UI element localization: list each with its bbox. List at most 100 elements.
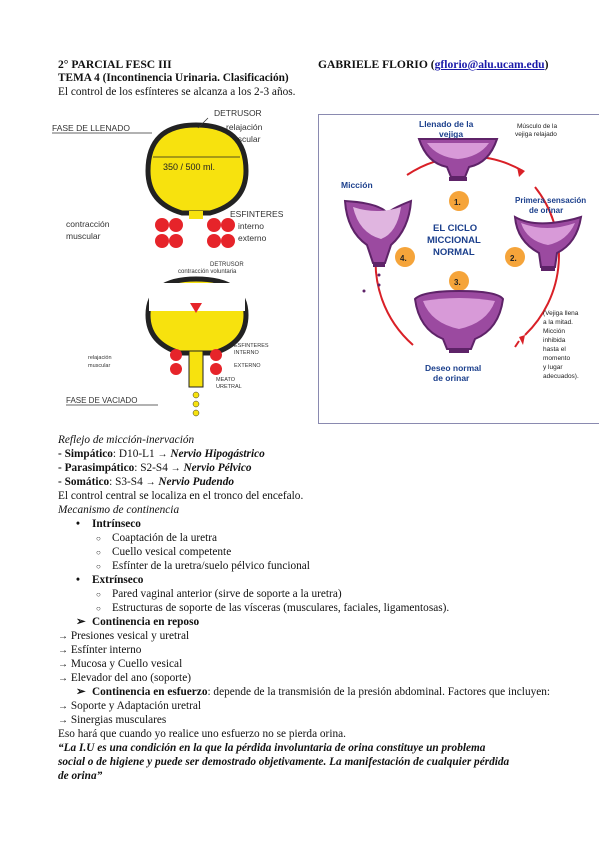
list-item-text: Coaptación de la uretra: [112, 532, 218, 544]
list-item: → Elevador del ano (soporte): [58, 672, 191, 685]
list-item: ○ Cuello vesical competente: [96, 546, 231, 559]
arrow-icon: →: [145, 477, 156, 488]
label-primera: Primera sensación: [515, 196, 586, 205]
note-line-6: momento: [543, 355, 570, 362]
somatico-segment: : S3-S4: [109, 476, 143, 488]
label-muscular: muscular: [226, 134, 261, 144]
list-item: → Mucosa y Cuello vesical: [58, 658, 182, 671]
list-item-text: Pared vaginal anterior (sirve de soporte…: [112, 588, 342, 600]
arrow-icon: →: [58, 701, 68, 712]
intrinseco-item: •Intrínseco: [76, 518, 141, 531]
intro-text: El control de los esfínteres se alcanza …: [58, 86, 296, 98]
label-relajacion: relajación: [226, 122, 263, 132]
label-miccion: Micción: [341, 180, 373, 190]
list-item: ○ Pared vaginal anterior (sirve de soport…: [96, 588, 342, 601]
circle-bullet-icon: ○: [96, 548, 101, 557]
parasimpatico-segment: : S2-S4: [134, 462, 168, 474]
circle-bullet-icon: ○: [96, 534, 101, 543]
label-deseo-1: Deseo normal: [425, 363, 481, 373]
list-item: → Esfínter interno: [58, 644, 141, 657]
list-item-text: Esfínter interno: [70, 644, 142, 656]
arrow-icon: →: [58, 645, 68, 656]
quote-line-2: social o de higiene y puede ser demostra…: [58, 756, 510, 768]
label-contraccion: contracción: [66, 219, 110, 229]
list-item-text: Presiones vesical y uretral: [70, 630, 190, 642]
esfuerzo-label: Continencia en esfuerzo: [92, 686, 208, 698]
list-item: ○ Estructuras de soporte de las vísceras …: [96, 602, 449, 615]
control-central-text: El control central se localiza en el tro…: [58, 490, 304, 502]
cycle-title-3: NORMAL: [433, 247, 475, 258]
quote-line-3: de orina”: [58, 770, 103, 782]
cycle-title-1: EL CICLO: [433, 223, 477, 234]
simpatico-nerve: Nervio Hipogástrico: [170, 448, 265, 460]
list-item: → Presiones vesical y uretral: [58, 630, 189, 643]
parasimpatico-nerve: Nervio Pélvico: [183, 462, 252, 474]
list-item: → Sinergias musculares: [58, 714, 166, 727]
simpatico-segment: : D10-L1: [112, 448, 155, 460]
label-musculo: Músculo de la: [517, 123, 557, 130]
parasimpatico-label: - Parasimpático: [58, 462, 135, 474]
extrinseco-item: • Extrínseco: [76, 574, 143, 587]
label-contraccion-voluntaria: contracción voluntaria: [178, 269, 237, 275]
reposo-heading: ➢ Continencia en reposo: [76, 616, 199, 629]
arrow-icon: →: [170, 463, 181, 474]
label-externo: externo: [238, 233, 267, 243]
label-muscular-2: muscular: [88, 363, 110, 369]
topic-title: TEMA 4 (Incontinencia Urinaria. Clasific…: [58, 72, 289, 84]
mecanismo-heading: Mecanismo de continencia: [58, 504, 180, 516]
circle-bullet-icon: ○: [96, 562, 101, 571]
label-interno-2: INTERNO: [234, 350, 259, 356]
note-line-2: a la mitad.: [543, 319, 573, 326]
label-vejiga: vejiga: [439, 129, 463, 139]
label-llenado: Llenado de la: [419, 119, 474, 129]
list-item: → Soporte y Adaptación uretral: [58, 700, 201, 713]
label-volume: 350 / 500 ml.: [163, 162, 215, 172]
note-line-4: inhibida: [543, 337, 566, 344]
label-esfinteres: ESFINTERES: [230, 209, 284, 219]
note-line-8: adecuados).: [543, 373, 579, 380]
label-detrusor-2: DETRUSOR: [210, 262, 244, 268]
arrowhead-bullet-icon: ➢: [76, 616, 86, 628]
author-name: GABRIELE FLORIO: [318, 58, 428, 71]
label-fase-llenado: FASE DE LLENADO: [52, 123, 130, 133]
email-link[interactable]: gflorio@alu.ucam.edu: [434, 58, 545, 71]
quote-line-1: “La I.U es una condición en la que la pé…: [58, 742, 486, 754]
list-item-text: Cuello vesical competente: [112, 546, 232, 558]
bullet-icon: •: [76, 574, 80, 586]
list-item: ○ Coaptación de la uretra: [96, 532, 217, 545]
somatico-label: - Somático: [58, 476, 110, 488]
label-relajacion-2: relajación: [88, 355, 112, 361]
step-4-number: 4.: [400, 254, 407, 263]
step-1-number: 1.: [454, 198, 461, 207]
author-line: GABRIELE FLORIO (gflorio@alu.ucam.edu): [318, 58, 548, 71]
esfuerzo-text: : depende de la transmisión de la presió…: [207, 686, 551, 698]
circle-bullet-icon: ○: [96, 590, 101, 599]
micturition-cycle-figure: Llenado de la vejiga Músculo de la vejig…: [318, 114, 599, 424]
extrinseco-label: Extrínseco: [92, 574, 144, 586]
list-item-text: Esfínter de la uretra/suelo pélvico func…: [112, 560, 310, 572]
list-item-text: Mucosa y Cuello vesical: [70, 658, 183, 670]
label-primera-2: de orinar: [529, 206, 563, 215]
label-interno: interno: [238, 221, 264, 231]
parasimpatico-line: - Parasimpático: S2-S4 → Nervio Pélvico: [58, 462, 252, 475]
list-item-text: Estructuras de soporte de las vísceras (…: [112, 602, 450, 614]
list-item: ○ Esfínter de la uretra/suelo pélvico fun…: [96, 560, 310, 573]
reposo-label: Continencia en reposo: [92, 616, 200, 628]
label-uretral: URETRAL: [216, 384, 242, 390]
step-2-number: 2.: [510, 254, 517, 263]
intrinseco-label: Intrínseco: [92, 518, 141, 530]
note-line-5: hasta el: [543, 346, 566, 353]
note-line-1: (Vejiga llena: [543, 310, 579, 317]
circle-bullet-icon: ○: [96, 604, 101, 613]
label-externo-2: EXTERNO: [234, 363, 261, 369]
reflejo-heading: Reflejo de micción-inervación: [58, 434, 195, 446]
arrow-icon: →: [58, 715, 68, 726]
note-line-3: Micción: [543, 328, 565, 335]
somatico-nerve: Nervio Pudendo: [158, 476, 235, 488]
label-musculo-2: vejiga relajado: [515, 131, 557, 138]
paren-close: ): [544, 58, 549, 71]
list-item-text: Sinergias musculares: [70, 714, 167, 726]
arrow-icon: →: [58, 631, 68, 642]
course-title: 2° PARCIAL FESC III: [58, 58, 172, 71]
bladder-phases-figure: FASE DE LLENADO DETRUSOR relajación musc…: [48, 103, 296, 425]
